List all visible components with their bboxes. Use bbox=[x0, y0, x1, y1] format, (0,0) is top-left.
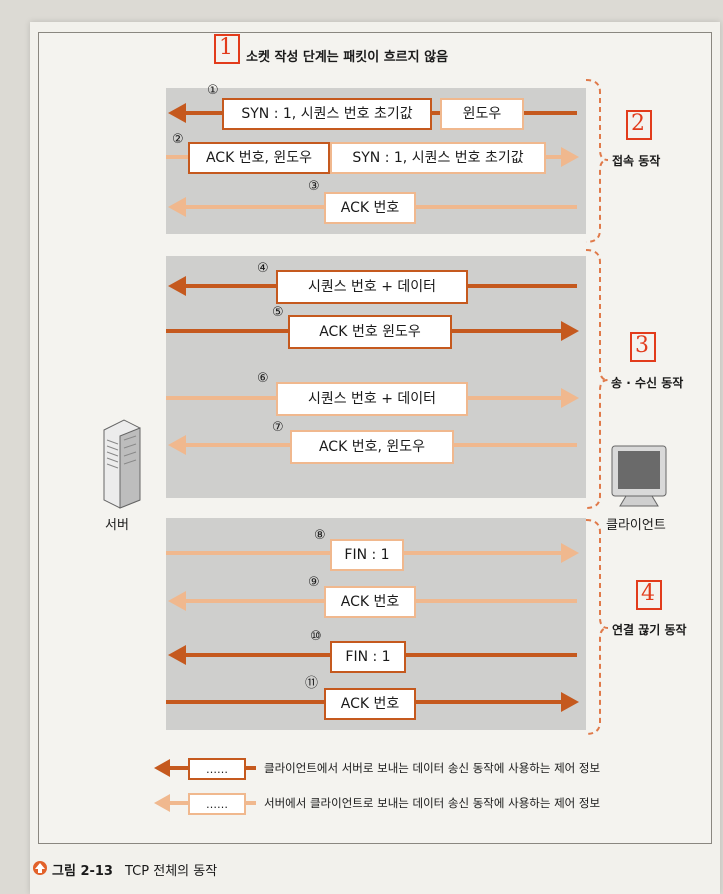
msg-6-label: 시퀀스 번호 + 데이터 bbox=[276, 382, 468, 416]
stage-2-box bbox=[626, 110, 652, 140]
msg-8-label: FIN : 1 bbox=[330, 539, 404, 571]
step-1-text: 소켓 작성 단계는 패킷이 흐르지 않음 bbox=[246, 50, 449, 65]
legend-box-dark: …… bbox=[188, 758, 246, 780]
brace-connect bbox=[585, 79, 609, 243]
msg-6-number: ⑥ bbox=[257, 371, 269, 386]
brace-disconnect bbox=[585, 519, 609, 735]
monitor-icon bbox=[611, 445, 667, 507]
legend-text-dark: 클라이언트에서 서버로 보내는 데이터 송신 동작에 사용하는 제어 정보 bbox=[264, 761, 601, 775]
arrowhead-2 bbox=[561, 147, 579, 167]
arrowhead-6 bbox=[561, 388, 579, 408]
msg-1-label-window: 윈도우 bbox=[440, 98, 524, 130]
figure-caption-label: 그림 2-13 bbox=[52, 864, 113, 879]
step-1-box bbox=[214, 34, 240, 64]
arrowhead-1 bbox=[168, 103, 186, 123]
client-label: 클라이언트 bbox=[606, 518, 666, 533]
stage-4-box bbox=[636, 580, 662, 610]
caption-bullet-icon bbox=[33, 861, 47, 875]
stage-4-number: 4 bbox=[641, 581, 655, 606]
arrowhead-9 bbox=[168, 591, 186, 611]
msg-2-label-ack: ACK 번호, 윈도우 bbox=[188, 142, 330, 174]
msg-1-label-syn: SYN : 1, 시퀀스 번호 초기값 bbox=[222, 98, 432, 130]
legend-text-light: 서버에서 클라이언트로 보내는 데이터 송신 동작에 사용하는 제어 정보 bbox=[264, 796, 601, 810]
arrowhead-11 bbox=[561, 692, 579, 712]
stage-3-label: 송 · 수신 동작 bbox=[611, 376, 684, 390]
arrowhead-7 bbox=[168, 435, 186, 455]
msg-9-label: ACK 번호 bbox=[324, 586, 416, 618]
server-icon bbox=[103, 419, 141, 509]
msg-8-number: ⑧ bbox=[314, 528, 326, 543]
arrowhead-5 bbox=[561, 321, 579, 341]
msg-10-number: ⑩ bbox=[310, 629, 322, 644]
legend-arrowhead-light bbox=[154, 794, 170, 812]
stage-4-label: 연결 끊기 동작 bbox=[612, 623, 687, 637]
step-1-number: 1 bbox=[219, 35, 233, 60]
msg-1-number: ① bbox=[207, 83, 219, 98]
msg-4-number: ④ bbox=[257, 261, 269, 276]
stage-2-label: 접속 동작 bbox=[612, 154, 661, 168]
stage-3-box bbox=[630, 332, 656, 362]
msg-3-label: ACK 번호 bbox=[324, 192, 416, 224]
msg-7-label: ACK 번호, 윈도우 bbox=[290, 430, 454, 464]
msg-3-number: ③ bbox=[308, 179, 320, 194]
stage-3-number: 3 bbox=[635, 333, 649, 358]
arrowhead-4 bbox=[168, 276, 186, 296]
msg-9-number: ⑨ bbox=[308, 575, 320, 590]
msg-11-label: ACK 번호 bbox=[324, 688, 416, 720]
msg-7-number: ⑦ bbox=[272, 420, 284, 435]
arrowhead-8 bbox=[561, 543, 579, 563]
msg-11-number: ⑪ bbox=[305, 676, 319, 691]
msg-4-label: 시퀀스 번호 + 데이터 bbox=[276, 270, 468, 304]
brace-transfer bbox=[585, 249, 609, 509]
msg-10-label: FIN : 1 bbox=[330, 641, 406, 673]
msg-5-label: ACK 번호 윈도우 bbox=[288, 315, 452, 349]
legend-arrowhead-dark bbox=[154, 759, 170, 777]
msg-2-number: ② bbox=[172, 132, 184, 147]
arrowhead-3 bbox=[168, 197, 186, 217]
msg-5-number: ⑤ bbox=[272, 305, 284, 320]
arrowhead-10 bbox=[168, 645, 186, 665]
stage-2-number: 2 bbox=[631, 111, 645, 136]
msg-2-label-syn: SYN : 1, 시퀀스 번호 초기값 bbox=[330, 142, 546, 174]
figure-caption-text: TCP 전체의 동작 bbox=[125, 864, 218, 879]
server-label: 서버 bbox=[105, 518, 129, 533]
legend-box-light: …… bbox=[188, 793, 246, 815]
